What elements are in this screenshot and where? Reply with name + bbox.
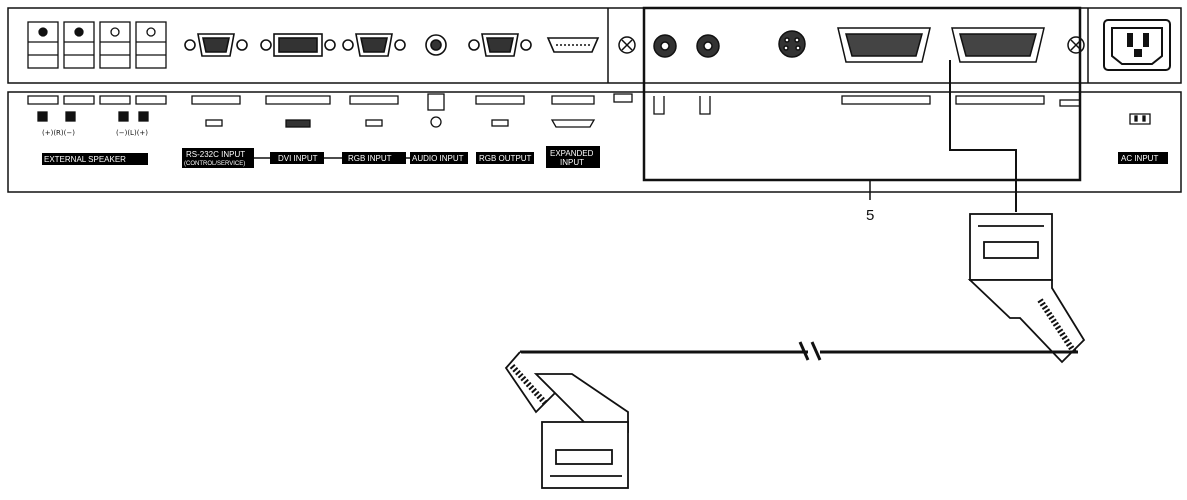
rgb-input-port-upper [342, 33, 406, 57]
ac-icon-lower [1129, 113, 1151, 125]
speaker-terminal-3 [99, 21, 131, 69]
ac-power-socket [1103, 19, 1171, 71]
expanded-input-port-upper [546, 37, 600, 53]
callout-number: 5 [866, 207, 874, 224]
rs232c-port-upper [184, 33, 248, 57]
speaker-terminal-2 [63, 21, 95, 69]
label-ac-input: AC INPUT [1121, 154, 1158, 163]
speaker-marker-left: (−)(L)(+) [116, 129, 148, 137]
lower-panel [7, 91, 1182, 193]
label-external-speaker: EXTERNAL SPEAKER [44, 155, 126, 164]
speaker-terminals-lower [27, 95, 167, 122]
scart-plug-left [504, 351, 629, 489]
speaker-terminals-upper [27, 21, 167, 69]
audio-input-jack-upper [425, 34, 447, 56]
port-icons-lower [191, 93, 596, 128]
speaker-terminal-4 [135, 21, 167, 69]
labels: EXTERNAL SPEAKER RS-232C INPUT (CONTROL/… [42, 146, 1168, 168]
rgb-output-port-upper [468, 33, 532, 57]
av-module-lower [613, 93, 1081, 115]
scart-cable [520, 341, 1078, 361]
label-expanded-input: INPUT [560, 158, 584, 167]
label-rs232c-control: (CONTROL/SERVICE) [184, 161, 245, 167]
label-dvi-input: DVI INPUT [278, 154, 318, 163]
label-rs232c-input: RS-232C INPUT [186, 150, 245, 159]
speaker-marker-right: (+)(R)(−) [42, 129, 75, 137]
scart-cable-lead [949, 60, 1017, 212]
scart-highlight-box [642, 6, 1082, 182]
label-audio-input: AUDIO INPUT [412, 154, 464, 163]
dvi-port-upper [260, 33, 336, 57]
speaker-terminal-1 [27, 21, 59, 69]
label-expanded: EXPANDED [550, 149, 594, 158]
scart-plug-right [967, 213, 1086, 364]
label-rgb-output: RGB OUTPUT [479, 154, 532, 163]
label-rgb-input: RGB INPUT [348, 154, 392, 163]
